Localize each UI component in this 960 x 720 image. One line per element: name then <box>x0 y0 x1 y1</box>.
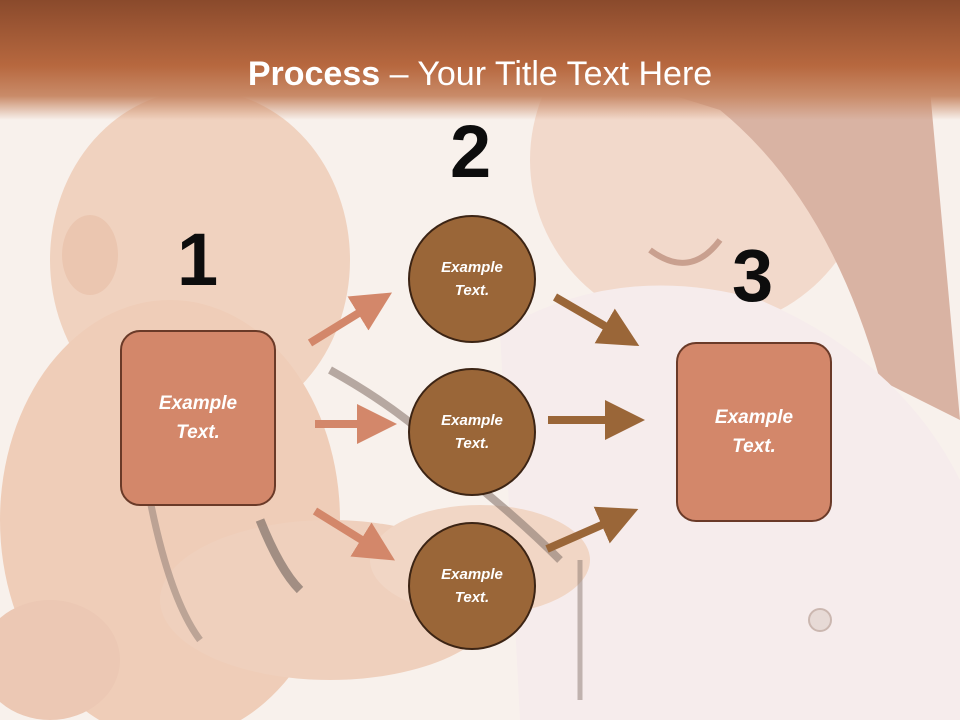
step-number-2: 2 <box>450 110 492 193</box>
circle-bottom-line2: Text. <box>454 589 490 606</box>
step-2-circle-top: Example Text. <box>408 215 536 343</box>
step-3-box: Example Text. <box>676 342 832 522</box>
title-rest: – Your Title Text Here <box>380 55 713 93</box>
step-2-circle-bottom: Example Text. <box>408 522 536 650</box>
step-1-box-line2: Text. <box>176 422 220 443</box>
title-bold: Process <box>247 55 381 93</box>
circle-top-line2: Text. <box>454 282 490 299</box>
step-2-circle-middle: Example Text. <box>408 368 536 496</box>
circle-middle-line2: Text. <box>454 435 490 452</box>
step-1-box-line1: Example <box>158 393 238 414</box>
step-3-box-line2: Text. <box>732 436 776 457</box>
step-number-1: 1 <box>177 218 219 301</box>
step-3-box-line1: Example <box>714 407 794 428</box>
circle-middle-line1: Example <box>441 412 503 429</box>
title-bar <box>0 0 960 120</box>
page-title: Process – Your Title Text Here <box>0 52 960 96</box>
step-1-box: Example Text. <box>120 330 276 506</box>
circle-top-line1: Example <box>441 259 503 276</box>
step-number-3: 3 <box>732 234 774 317</box>
circle-bottom-line1: Example <box>441 566 503 583</box>
